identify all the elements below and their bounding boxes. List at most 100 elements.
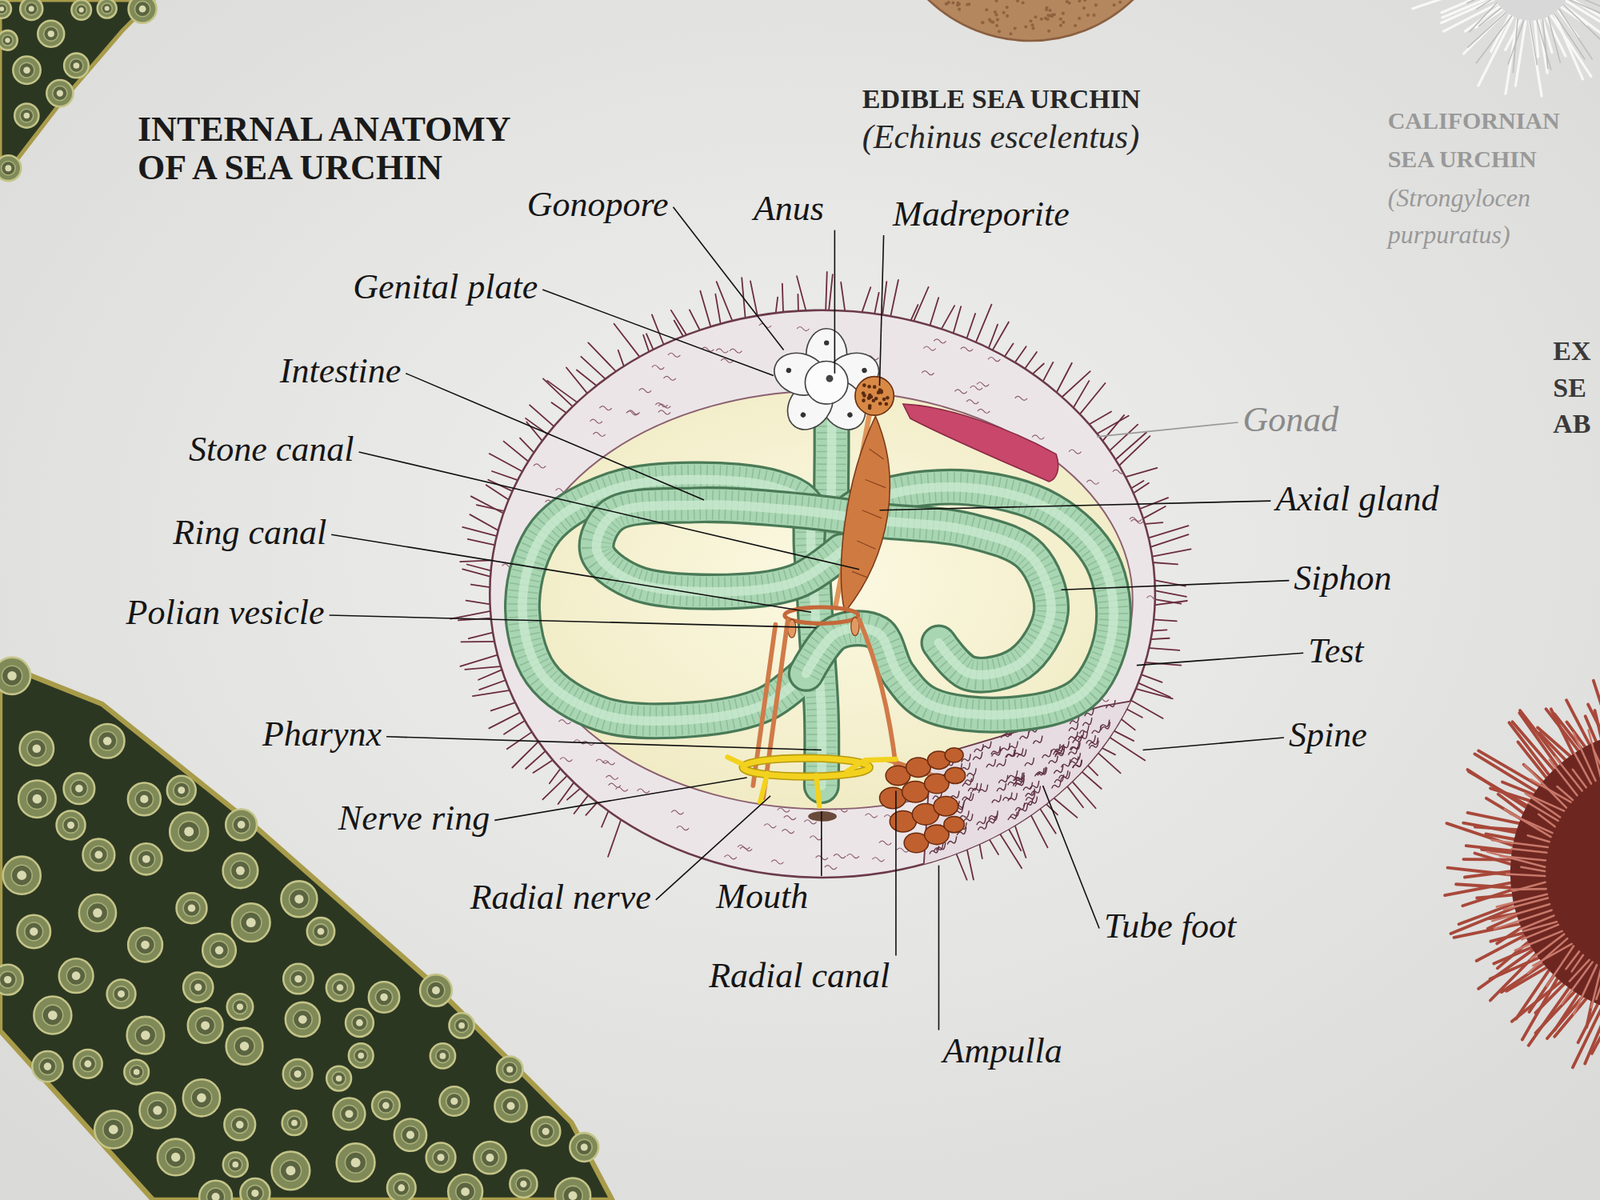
tubercle	[0, 0, 12, 19]
tubercle-ring	[234, 1036, 255, 1056]
heading-label: EDIBLE SEA URCHIN	[862, 84, 1141, 114]
tubercle-centre	[103, 736, 112, 746]
urchin-texture	[980, 20, 984, 24]
tubercle-ring	[24, 922, 44, 941]
tubercle-ring	[501, 1096, 520, 1115]
tubercle-centre	[458, 1022, 465, 1029]
spine	[1148, 548, 1191, 557]
test-texture	[784, 816, 796, 820]
tubercle-centre	[23, 66, 31, 74]
tubercle	[271, 1151, 310, 1190]
spine	[1151, 589, 1187, 597]
urchin-texture	[1013, 26, 1017, 30]
test-texture	[796, 326, 809, 331]
spine	[1476, 0, 1498, 9]
tubercle	[64, 53, 89, 79]
part-label: Axial gland	[1275, 480, 1439, 519]
tube-foot	[1071, 752, 1080, 761]
tubercle-centre	[568, 1191, 577, 1200]
urchin-texture	[967, 2, 971, 6]
tubercle-centre	[4, 164, 12, 172]
tubercle	[32, 1051, 63, 1082]
tubercle-ring	[432, 1149, 449, 1166]
tubercle	[326, 1066, 352, 1092]
tubercle-ring	[27, 788, 48, 810]
tubercle-centre	[406, 1131, 415, 1140]
tubercle	[188, 1008, 224, 1044]
spine	[1515, 931, 1563, 951]
part-label: Intestine	[280, 352, 402, 391]
leader-line	[1136, 652, 1304, 665]
tubercle-centre	[520, 1180, 528, 1188]
test-texture	[1086, 480, 1099, 484]
tube-foot	[972, 752, 982, 760]
test-texture	[599, 406, 612, 411]
tubercle-ring	[103, 1119, 124, 1140]
tubercle-centre	[294, 975, 302, 983]
tubercle-ring	[173, 782, 190, 799]
part-label: Test	[1308, 632, 1364, 671]
test-texture	[966, 400, 979, 404]
leader-line	[386, 736, 822, 751]
tube-foot	[1028, 796, 1037, 805]
tubercle	[336, 1143, 376, 1182]
test-texture	[560, 757, 572, 762]
part-label: Stone canal	[188, 430, 355, 469]
tubercle-centre	[485, 1153, 494, 1162]
tubercle-centre	[16, 870, 27, 880]
tubercle-centre	[84, 1060, 92, 1068]
tubercle	[202, 933, 236, 968]
spine	[529, 404, 557, 429]
urchin-texture	[1094, 3, 1098, 7]
tubercle	[473, 1141, 506, 1174]
spine	[1476, 12, 1514, 64]
tubercle-ring	[516, 1176, 532, 1192]
spine	[1475, 827, 1521, 831]
tube-foot	[1037, 767, 1047, 776]
spine	[580, 356, 608, 382]
test-texture	[605, 775, 618, 780]
tube-foot	[1060, 772, 1070, 780]
spine	[1412, 0, 1494, 9]
urchin-texture	[1016, 0, 1020, 3]
part-label: Gonad	[1243, 400, 1340, 440]
tubercle-ring	[89, 846, 108, 864]
spine	[450, 610, 495, 620]
test-texture	[533, 464, 546, 468]
tubercle	[0, 964, 24, 996]
urchin-texture	[1005, 5, 1009, 9]
madreporite-pore	[867, 396, 872, 400]
spine	[700, 291, 712, 332]
spine	[542, 772, 570, 800]
tubercle-centre	[344, 1109, 353, 1118]
tubercle-ring	[42, 1004, 64, 1026]
tube-foot	[986, 759, 996, 768]
tube-foot	[1025, 792, 1035, 800]
spine	[1574, 753, 1592, 784]
tubercle-centre	[133, 1068, 140, 1076]
spine	[1530, 779, 1571, 803]
tubercle-ring	[232, 1000, 248, 1015]
tubercle	[37, 20, 64, 48]
tubercle-centre	[236, 1004, 244, 1011]
urchin-texture	[1048, 8, 1052, 12]
tubercle	[176, 892, 208, 924]
diagram-title: INTERNAL ANATOMY OF A SEA URCHIN	[137, 110, 546, 188]
radial-nerve	[727, 756, 896, 806]
madreporite-pore	[868, 406, 872, 411]
test-texture	[592, 432, 605, 436]
tubercle-ring	[563, 1185, 583, 1200]
tube-foot	[991, 746, 1000, 755]
heading-label: SEA URCHIN	[1388, 145, 1537, 172]
urchin-texture	[980, 20, 984, 24]
spine	[1536, 16, 1552, 70]
madreporite-pore	[872, 384, 877, 389]
tube-foot	[1052, 780, 1061, 788]
leader-line	[834, 230, 836, 374]
tube-foot	[998, 775, 1008, 784]
tubercle	[426, 1142, 456, 1172]
urchin-texture	[1077, 0, 1081, 3]
spine	[1485, 833, 1518, 840]
tubercle-ring	[332, 980, 348, 996]
tubercle-centre	[188, 904, 196, 912]
